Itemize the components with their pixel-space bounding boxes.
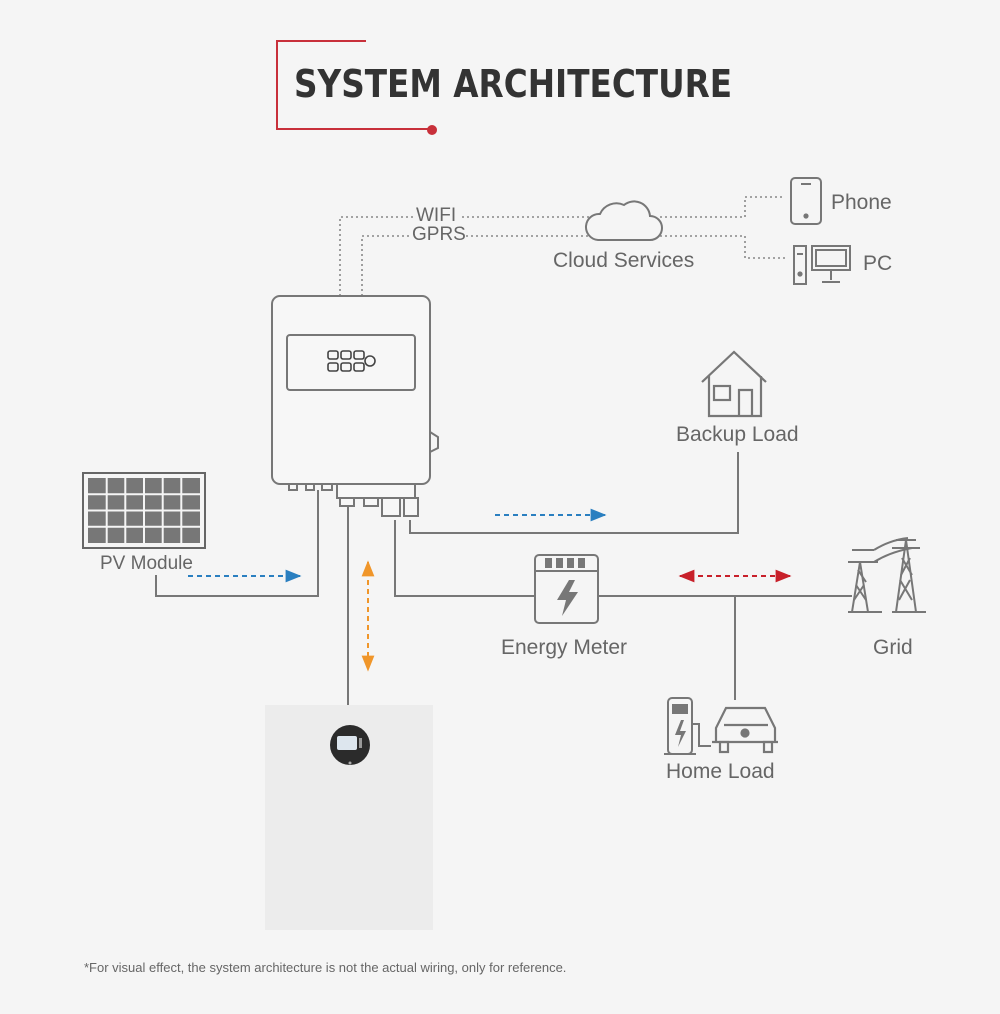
- backup-load-label: Backup Load: [676, 423, 799, 446]
- power-lines: [155, 452, 852, 705]
- cloud-icon: [585, 200, 663, 241]
- home-load-label: Home Load: [666, 760, 775, 783]
- house-icon: [701, 350, 767, 418]
- car-icon: [712, 706, 778, 754]
- footnote: *For visual effect, the system architect…: [84, 960, 567, 975]
- title-frame: [276, 40, 446, 130]
- grid-label: Grid: [873, 636, 913, 659]
- gprs-label: GPRS: [412, 224, 466, 245]
- energy-meter-icon: [534, 554, 599, 624]
- cloud-services-label: Cloud Services: [553, 249, 695, 272]
- communication-lines: [339, 196, 785, 296]
- phone-icon: [790, 177, 822, 225]
- grid-tower-icon: [848, 537, 926, 613]
- phone-label: Phone: [831, 191, 892, 214]
- title-accent-dot: [427, 125, 437, 135]
- battery-icon: [265, 705, 433, 930]
- pv-module-label: PV Module: [100, 553, 193, 574]
- pc-icon: [793, 245, 851, 285]
- page-title: SYSTEM ARCHITECTURE: [294, 62, 733, 106]
- energy-meter-label: Energy Meter: [501, 636, 628, 659]
- ev-charger-icon: [664, 697, 711, 755]
- solar-panel-icon: [82, 472, 206, 549]
- inverter-icon: [271, 295, 439, 517]
- pc-label: PC: [863, 252, 893, 275]
- wifi-label: WIFI: [416, 205, 457, 226]
